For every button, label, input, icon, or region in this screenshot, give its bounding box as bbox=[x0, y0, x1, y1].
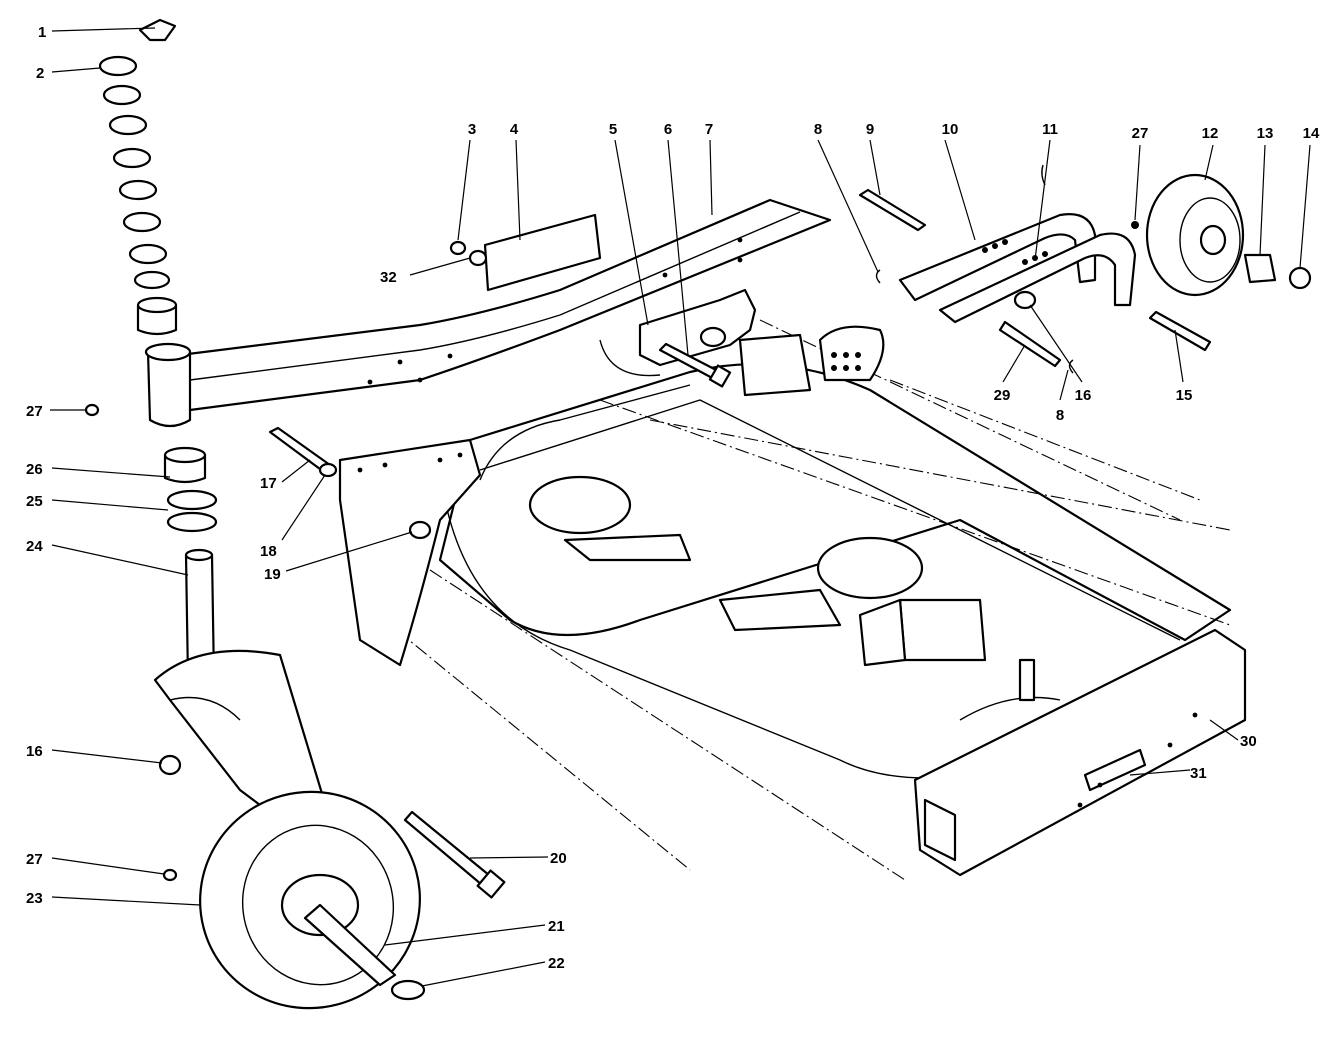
callout-5: 5 bbox=[609, 121, 617, 138]
callout-20: 20 bbox=[550, 850, 567, 867]
callout-4: 4 bbox=[510, 121, 519, 138]
callout-16: 16 bbox=[1075, 387, 1092, 404]
grease-fitting-27 bbox=[84, 403, 100, 417]
bolt-15 bbox=[1148, 310, 1212, 352]
callout-23: 23 bbox=[26, 890, 43, 907]
callout-1: 1 bbox=[38, 24, 46, 41]
callout-25: 25 bbox=[26, 493, 43, 510]
nut-16-lower bbox=[158, 754, 182, 776]
callout-32: 32 bbox=[380, 269, 397, 286]
pivot-tube-stack bbox=[98, 18, 218, 533]
wheel-spacer bbox=[1243, 253, 1277, 284]
callout-15: 15 bbox=[1176, 387, 1193, 404]
wheel-nut bbox=[1288, 266, 1312, 290]
callout-17: 17 bbox=[260, 475, 277, 492]
callout-6: 6 bbox=[664, 121, 672, 138]
rear-wheel bbox=[1131, 173, 1312, 297]
grease-fitting-27-lower bbox=[162, 868, 178, 882]
callout-16: 16 bbox=[26, 743, 43, 760]
bracket-plate bbox=[483, 213, 602, 292]
pivot-plate bbox=[638, 288, 757, 388]
clip-8a bbox=[875, 269, 881, 284]
spacer-stack bbox=[98, 55, 178, 336]
nut-16 bbox=[1013, 290, 1037, 310]
nut-3 bbox=[449, 240, 467, 256]
callout-21: 21 bbox=[548, 918, 565, 935]
callout-2: 2 bbox=[36, 65, 44, 82]
callout-19: 19 bbox=[264, 566, 281, 583]
leader-lines bbox=[50, 27, 1311, 987]
spacer-nut bbox=[390, 979, 426, 1001]
hairpin-cotter bbox=[138, 18, 177, 42]
callout-31: 31 bbox=[1190, 765, 1207, 782]
callout-27: 27 bbox=[26, 851, 43, 868]
pin-29 bbox=[998, 320, 1062, 368]
rear-tube bbox=[913, 628, 1247, 877]
callout-30: 30 bbox=[1240, 733, 1257, 750]
deck-arm bbox=[178, 198, 832, 412]
pin-9 bbox=[858, 188, 927, 232]
callout-7: 7 bbox=[705, 121, 713, 138]
callout-labels: 1 2 3 4 5 6 7 8 9 10 11 27 12 13 14 32 2… bbox=[26, 24, 1320, 972]
clip-8b bbox=[1068, 359, 1074, 374]
callout-14: 14 bbox=[1303, 125, 1320, 142]
height-adjust-arm bbox=[858, 188, 1212, 368]
deck-baffle bbox=[818, 325, 885, 382]
callout-22: 22 bbox=[548, 955, 565, 972]
callout-27: 27 bbox=[1132, 125, 1149, 142]
callout-12: 12 bbox=[1202, 125, 1219, 142]
decal-31 bbox=[1083, 748, 1147, 792]
deck-spindle-post bbox=[1018, 658, 1036, 702]
callout-18: 18 bbox=[260, 543, 277, 560]
callout-27: 27 bbox=[26, 403, 43, 420]
callout-24: 24 bbox=[26, 538, 43, 555]
blade-opening-left bbox=[528, 475, 632, 535]
callout-11: 11 bbox=[1042, 121, 1058, 138]
callout-26: 26 bbox=[26, 461, 43, 478]
callout-13: 13 bbox=[1257, 125, 1274, 142]
mower-deck bbox=[359, 319, 1232, 881]
front-caster-wheel bbox=[199, 790, 426, 1010]
callout-29: 29 bbox=[994, 387, 1011, 404]
callout-10: 10 bbox=[942, 121, 959, 138]
blade-opening-right bbox=[816, 536, 924, 600]
callout-8: 8 bbox=[814, 121, 822, 138]
callout-9: 9 bbox=[866, 121, 874, 138]
washer-32 bbox=[468, 249, 488, 267]
side-bracket bbox=[268, 426, 482, 667]
callout-3: 3 bbox=[468, 121, 476, 138]
callout-8: 8 bbox=[1056, 407, 1064, 424]
